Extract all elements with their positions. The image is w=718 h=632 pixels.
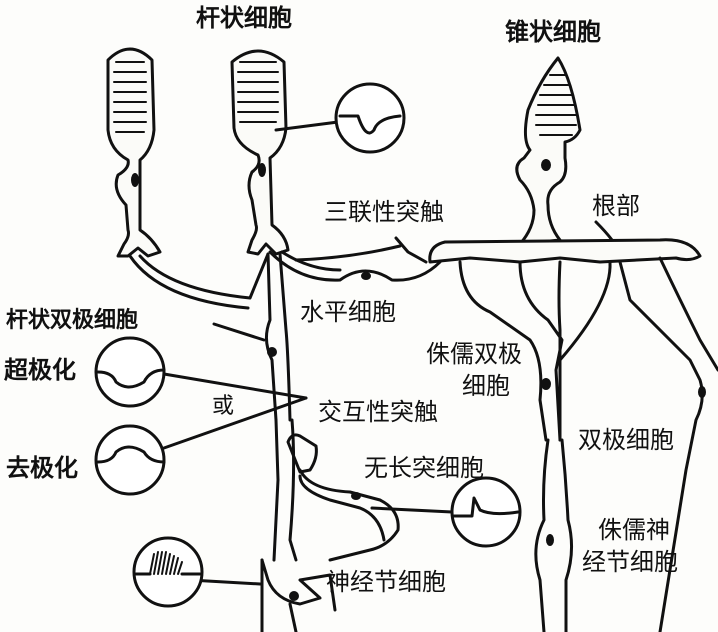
horizontal-cell-label: 水平细胞 — [300, 298, 396, 326]
amacrine-response-disc — [450, 476, 522, 548]
rod-bipolar-label: 杆状双极细胞 — [6, 308, 139, 333]
cone-discs — [535, 74, 577, 136]
horizontal-cell — [268, 250, 442, 282]
reciprocal-synapse-label: 交互性突触 — [318, 398, 438, 426]
cone-cell-label: 锥状细胞 — [505, 18, 601, 46]
right-pathway-cells — [458, 256, 718, 632]
rod-cell-label: 杆状细胞 — [196, 4, 292, 32]
rod-response-disc — [334, 82, 406, 154]
cone-pedicle — [428, 238, 702, 264]
midget-ganglion-label-line1: 侏儒神 — [598, 516, 670, 544]
triad-pointer-left — [294, 244, 402, 262]
rod-recording-pointer — [274, 120, 340, 132]
amacrine-ganglion-cells — [188, 418, 454, 632]
hyperpolarization-label: 超极化 — [4, 356, 76, 384]
midget-ganglion-label-line2: 经节细胞 — [582, 548, 678, 576]
rod-left-discs — [113, 61, 147, 133]
or-label: 或 — [212, 394, 235, 419]
hyperpolarization-disc — [94, 336, 166, 408]
midget-bipolar-label-line1: 侏儒双极 — [426, 340, 522, 368]
rod-bipolar-pointer — [212, 322, 266, 342]
ganglion-cell-label: 神经节细胞 — [326, 568, 446, 596]
depol-pointer — [162, 396, 308, 450]
cone-nucleus — [541, 159, 551, 171]
triad-pointer-right — [394, 236, 428, 264]
root-label-pointer — [594, 220, 614, 242]
cone-cell — [515, 56, 582, 246]
hyper-pointer — [162, 372, 308, 400]
ganglion-response-disc — [132, 536, 204, 608]
rod-center-discs — [237, 61, 279, 123]
depolarization-label: 去极化 — [6, 454, 78, 482]
depolarization-disc — [94, 424, 166, 496]
rod-left-nucleus — [131, 173, 139, 187]
triad-synapse-label: 三联性突触 — [324, 198, 444, 226]
midget-bipolar-label-line2: 细胞 — [462, 372, 510, 400]
rod-cell-center — [230, 49, 340, 256]
amacrine-cell-label: 无长突细胞 — [364, 454, 484, 482]
bipolar-cell-label: 双极细胞 — [578, 426, 674, 454]
rod-center-nucleus — [258, 163, 266, 177]
rod-cell-left — [106, 47, 162, 258]
root-label: 根部 — [592, 192, 640, 220]
